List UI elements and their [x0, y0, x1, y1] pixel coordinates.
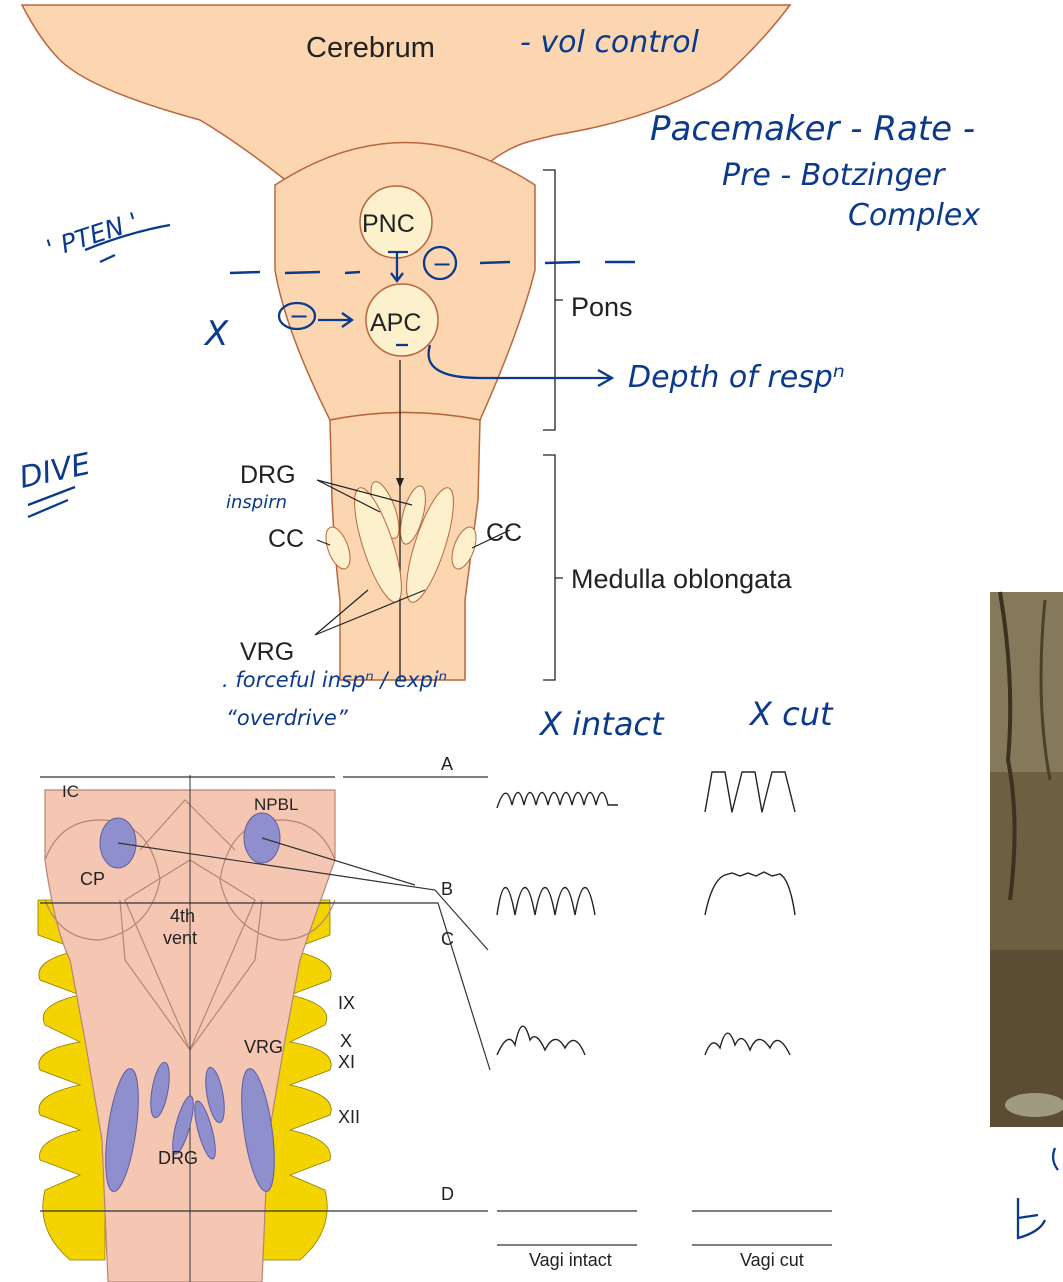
ten-mark-note: X [203, 314, 229, 354]
vrg-label: VRG [240, 638, 294, 666]
upper-diagram: Cerebrum PNC APC DRG CC CC VRG Pons Medu… [22, 5, 793, 680]
lower-diagram: A B C D IC NPBL CP 4th vent VRG DRG IX X… [38, 754, 832, 1282]
x-intact-note: X intact [538, 705, 665, 743]
trace-c-intact [497, 1026, 585, 1055]
nerve-xii-label: XII [338, 1107, 360, 1127]
overdrive-note: “overdrive” [226, 706, 349, 730]
pons-label: Pons [571, 292, 633, 322]
medulla-label: Medulla oblongata [571, 564, 793, 594]
level-b-label: B [441, 879, 453, 899]
apc-label: APC [370, 309, 421, 337]
minus-note-1: − [432, 250, 452, 278]
side-photo [990, 592, 1063, 1127]
depth-note: Depth of respⁿ [628, 360, 845, 395]
pre-botzinger-note: Pre - Botzinger [722, 158, 946, 193]
level-c-label: C [441, 929, 454, 949]
drg-label: DRG [240, 461, 296, 489]
trace-b-intact [497, 888, 595, 916]
level-a-label: A [441, 754, 453, 774]
medulla-bracket [543, 455, 563, 680]
drg-lower-label: DRG [158, 1148, 198, 1168]
cc-left-label: CC [268, 525, 304, 553]
nerve-x-label: X [340, 1031, 352, 1051]
pacemaker-note: Pacemaker - Rate - [650, 109, 975, 149]
vent-label: vent [163, 928, 197, 948]
minus-note-2: − [289, 302, 309, 330]
trace-c-cut [705, 1033, 790, 1055]
inspirn-note: inspirn [226, 492, 287, 513]
complex-note: Complex [848, 198, 980, 233]
npbl-label: NPBL [254, 795, 298, 814]
trace-a-intact [497, 793, 618, 809]
pons-bracket [543, 170, 563, 430]
cerebrum-label: Cerebrum [306, 32, 435, 64]
forceful-note: . forceful inspⁿ / expiⁿ [222, 668, 447, 692]
level-d-label: D [441, 1184, 454, 1204]
nerve-xi-label: XI [338, 1052, 355, 1072]
fourth-label: 4th [170, 906, 195, 926]
ic-label: IC [62, 782, 79, 801]
trace-a-cut [705, 772, 795, 812]
x-cut-note: X cut [748, 695, 834, 733]
vol-control-note: - vol control [520, 25, 700, 60]
vrg-lower-label: VRG [244, 1037, 283, 1057]
trace-b-cut [705, 872, 795, 915]
dive-note: DIVE [16, 447, 93, 496]
cp-label: CP [80, 869, 105, 889]
nerve-ix-label: IX [338, 993, 355, 1013]
cc-right-label: CC [486, 519, 522, 547]
vagi-cut-label: Vagi cut [740, 1250, 804, 1270]
vagi-intact-label: Vagi intact [529, 1250, 612, 1270]
pnc-label: PNC [362, 210, 415, 238]
pten-note: ' PTEN ' [43, 207, 142, 264]
